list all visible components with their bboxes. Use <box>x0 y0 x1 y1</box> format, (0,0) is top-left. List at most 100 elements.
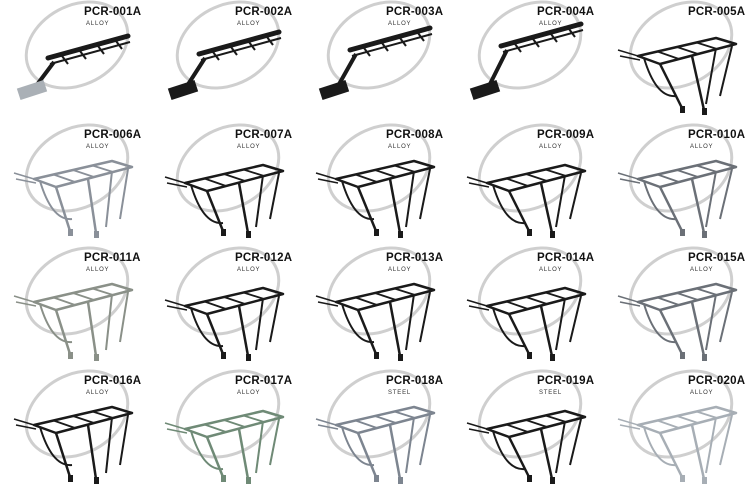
product-cell: PCR-015A ALLOY <box>604 228 755 369</box>
pannier-rack-drawing <box>466 409 587 484</box>
product-code: PCR-006A <box>84 129 142 141</box>
product-material: ALLOY <box>237 267 261 273</box>
product-code: PCR-016A <box>84 375 142 387</box>
pannier-rack-drawing <box>164 409 285 484</box>
product-code: PCR-008A <box>386 129 444 141</box>
product-image <box>469 21 584 101</box>
pannier-rack-drawing <box>315 282 436 361</box>
product-cell: PCR-013A ALLOY <box>302 228 453 369</box>
product-image <box>466 286 587 361</box>
product-material: ALLOY <box>237 144 261 150</box>
product-cell: PCR-011A ALLOY <box>0 228 151 369</box>
product-code: PCR-010A <box>688 129 746 141</box>
seatpost-rack-drawing <box>469 21 584 101</box>
product-cell: PCR-008A ALLOY <box>302 105 453 246</box>
product-material: STEEL <box>539 390 563 396</box>
product-image <box>617 159 738 238</box>
product-material: ALLOY <box>690 144 714 150</box>
pannier-rack-drawing <box>466 286 587 361</box>
product-image <box>315 159 436 238</box>
product-image <box>164 163 285 238</box>
product-cell: PCR-010A ALLOY <box>604 105 755 246</box>
product-cell: PCR-016A ALLOY <box>0 351 151 492</box>
product-image <box>13 405 134 484</box>
product-material: ALLOY <box>86 267 110 273</box>
product-image <box>13 159 134 238</box>
pannier-rack-drawing <box>315 405 436 484</box>
product-image <box>617 405 738 484</box>
product-cell: PCR-003A ALLOY <box>302 0 453 123</box>
product-code: PCR-017A <box>235 375 293 387</box>
pannier-rack-drawing <box>164 163 285 238</box>
product-image <box>466 409 587 484</box>
seatpost-rack-drawing <box>167 29 282 101</box>
seatpost-rack-drawing <box>16 33 131 101</box>
product-material: ALLOY <box>86 390 110 396</box>
pannier-rack-drawing <box>13 405 134 484</box>
product-material: ALLOY <box>237 390 261 396</box>
product-cell: PCR-001A ALLOY <box>0 0 151 123</box>
pannier-rack-drawing <box>13 282 134 361</box>
product-code: PCR-013A <box>386 252 444 264</box>
product-material: ALLOY <box>539 144 563 150</box>
pannier-rack-drawing <box>315 159 436 238</box>
seatpost-rack-drawing <box>318 25 433 101</box>
product-image <box>315 405 436 484</box>
product-code: PCR-003A <box>386 6 444 18</box>
product-cell: PCR-007A ALLOY <box>151 105 302 246</box>
product-material: ALLOY <box>388 144 412 150</box>
product-image <box>617 282 738 361</box>
product-code: PCR-007A <box>235 129 293 141</box>
product-cell: PCR-014A ALLOY <box>453 228 604 369</box>
product-code: PCR-004A <box>537 6 595 18</box>
product-material: ALLOY <box>690 390 714 396</box>
product-code: PCR-015A <box>688 252 746 264</box>
product-code: PCR-018A <box>386 375 444 387</box>
product-image <box>466 163 587 238</box>
product-cell: PCR-017A ALLOY <box>151 351 302 492</box>
product-material: ALLOY <box>539 21 563 27</box>
product-cell: PCR-020A ALLOY <box>604 351 755 492</box>
product-material: ALLOY <box>388 267 412 273</box>
product-code: PCR-020A <box>688 375 746 387</box>
product-material: ALLOY <box>86 144 110 150</box>
product-code: PCR-002A <box>235 6 293 18</box>
product-cell: PCR-009A ALLOY <box>453 105 604 246</box>
product-code: PCR-011A <box>84 252 141 264</box>
product-image <box>617 36 738 115</box>
product-material: ALLOY <box>539 267 563 273</box>
product-cell: PCR-002A ALLOY <box>151 0 302 123</box>
product-cell: PCR-006A ALLOY <box>0 105 151 246</box>
pannier-rack-drawing <box>13 159 134 238</box>
product-cell: PCR-004A ALLOY <box>453 0 604 123</box>
product-image <box>164 409 285 484</box>
product-material: ALLOY <box>690 267 714 273</box>
pannier-rack-drawing <box>164 286 285 361</box>
pannier-rack-drawing <box>617 36 738 115</box>
product-image <box>164 286 285 361</box>
pannier-rack-drawing <box>617 282 738 361</box>
pannier-rack-drawing <box>617 159 738 238</box>
product-material: ALLOY <box>388 21 412 27</box>
product-material: STEEL <box>388 390 412 396</box>
product-cell: PCR-005A <box>604 0 755 123</box>
product-image <box>167 29 282 101</box>
product-code: PCR-014A <box>537 252 595 264</box>
product-image <box>315 282 436 361</box>
product-image <box>16 33 131 101</box>
product-cell: PCR-019A STEEL <box>453 351 604 492</box>
product-material: ALLOY <box>237 21 261 27</box>
product-image <box>318 25 433 101</box>
product-code: PCR-019A <box>537 375 595 387</box>
product-code: PCR-012A <box>235 252 293 264</box>
product-code: PCR-005A <box>688 6 746 18</box>
product-cell: PCR-012A ALLOY <box>151 228 302 369</box>
product-material: ALLOY <box>86 21 110 27</box>
product-code: PCR-001A <box>84 6 142 18</box>
product-code: PCR-009A <box>537 129 595 141</box>
pannier-rack-drawing <box>466 163 587 238</box>
product-cell: PCR-018A STEEL <box>302 351 453 492</box>
pannier-rack-drawing <box>617 405 738 484</box>
product-image <box>13 282 134 361</box>
